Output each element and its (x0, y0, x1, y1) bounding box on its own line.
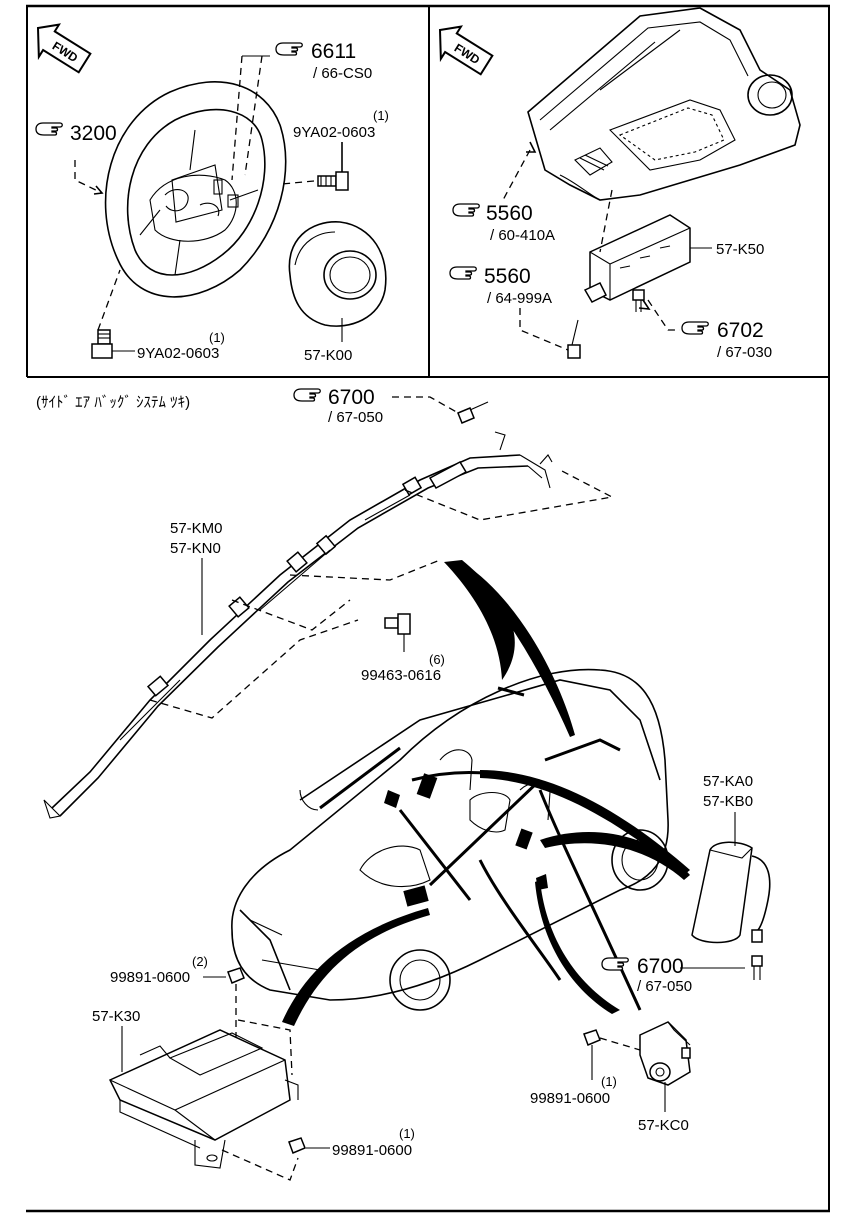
code-sensor: 57-KC0 (638, 1117, 689, 1134)
frame-borders (26, 4, 830, 1213)
airbag-control-module (108, 1029, 299, 1169)
dashboard (527, 7, 801, 201)
code-nut-top: 99891-0600 (110, 969, 190, 986)
ref-3200: 3200 (35, 122, 117, 145)
curtain-bolt (384, 613, 411, 652)
qty-nut-right: (1) (601, 1074, 617, 1089)
passenger-airbag-module (583, 214, 691, 303)
fwd-arrow-icon: FWD (438, 25, 494, 76)
impact-sensor (639, 1021, 691, 1086)
curtain-connector (457, 401, 489, 424)
code-curtain-bolt: 99463-0616 (361, 667, 441, 684)
code-passenger-airbag: 57-K50 (716, 241, 764, 258)
ref-6611: 6611 / 66-CS0 (275, 40, 372, 82)
code-nut-bottom: 99891-0600 (332, 1142, 412, 1159)
svg-text:/ 67-030: / 67-030 (717, 344, 772, 361)
svg-text:6700: 6700 (637, 955, 684, 978)
qty-nut-top: (2) (192, 954, 208, 969)
bolt-bottom (91, 329, 113, 359)
svg-text:/ 64-999A: / 64-999A (487, 290, 552, 307)
svg-text:/ 67-050: / 67-050 (637, 978, 692, 995)
seat-airbag (691, 841, 771, 944)
svg-text:/ 67-050: / 67-050 (328, 409, 383, 426)
steering-wheel (104, 81, 287, 298)
code-control-module: 57-K30 (92, 1008, 140, 1025)
pointing-hand-icon (681, 321, 709, 335)
dashboard-panel: FWD (438, 7, 801, 361)
pointing-hand-icon (275, 42, 303, 56)
svg-text:6700: 6700 (328, 386, 375, 409)
steering-panel: FWD (35, 23, 389, 364)
code-bolt-top: 9YA02-0603 (293, 124, 375, 141)
pointer-wedge-sensor (535, 880, 620, 1014)
clip-6702 (632, 289, 645, 312)
svg-text:6702: 6702 (717, 319, 764, 342)
nut-right (583, 1029, 601, 1046)
driver-airbag-module (288, 221, 387, 327)
pointing-hand-icon (35, 122, 63, 136)
nut-top (227, 967, 245, 984)
svg-text:5560: 5560 (484, 265, 531, 288)
code-nut-right: 99891-0600 (530, 1090, 610, 1107)
car-outline (231, 668, 669, 1011)
qty-nut-bottom: (1) (399, 1126, 415, 1141)
code-seat-airbag-1: 57-KA0 (703, 773, 753, 790)
pointing-hand-icon (293, 388, 321, 402)
code-curtain-1: 57-KM0 (170, 520, 223, 537)
svg-text:/ 60-410A: / 60-410A (490, 227, 555, 244)
curtain-airbag (43, 431, 553, 819)
svg-text:3200: 3200 (70, 122, 117, 145)
pointing-hand-icon (452, 203, 480, 217)
pointer-wedge-module (282, 908, 430, 1026)
ref-6702: 6702 / 67-030 (681, 319, 772, 361)
pointing-hand-icon (601, 957, 629, 971)
dashboard-bolt (567, 319, 581, 359)
pointer-wedge-curtain-right (462, 562, 575, 737)
ref-5560-a: 5560 / 60-410A (452, 202, 555, 244)
svg-text:5560: 5560 (486, 202, 533, 225)
ref-6700-top: 6700 / 67-050 (293, 386, 383, 426)
svg-text:6611: 6611 (311, 40, 356, 63)
qty-bolt-top: (1) (373, 108, 389, 123)
bolt-top (317, 142, 349, 191)
ref-5560-b: 5560 / 64-999A (449, 265, 552, 307)
ref-6700-bottom: 6700 / 67-050 (601, 955, 692, 995)
pointing-hand-icon (449, 266, 477, 280)
fwd-arrow-icon: FWD (36, 23, 92, 74)
code-bolt-bottom: 9YA02-0603 (137, 345, 219, 362)
svg-text:/ 66-CS0: / 66-CS0 (313, 65, 372, 82)
qty-curtain-bolt: (6) (429, 652, 445, 667)
seat-connector (751, 955, 763, 980)
code-curtain-2: 57-KN0 (170, 540, 221, 557)
side-airbag-panel: (ｻｲﾄﾞ ｴｱ ﾊﾞｯｸﾞ ｼｽﾃﾑ ﾂｷ) 6700 / 67-050 (36, 386, 771, 1181)
code-driver-airbag: 57-K00 (304, 347, 352, 364)
side-airbag-title: (ｻｲﾄﾞ ｴｱ ﾊﾞｯｸﾞ ｼｽﾃﾑ ﾂｷ) (36, 394, 190, 411)
qty-bolt-bottom: (1) (209, 330, 225, 345)
code-seat-airbag-2: 57-KB0 (703, 793, 753, 810)
nut-bottom (288, 1137, 306, 1154)
